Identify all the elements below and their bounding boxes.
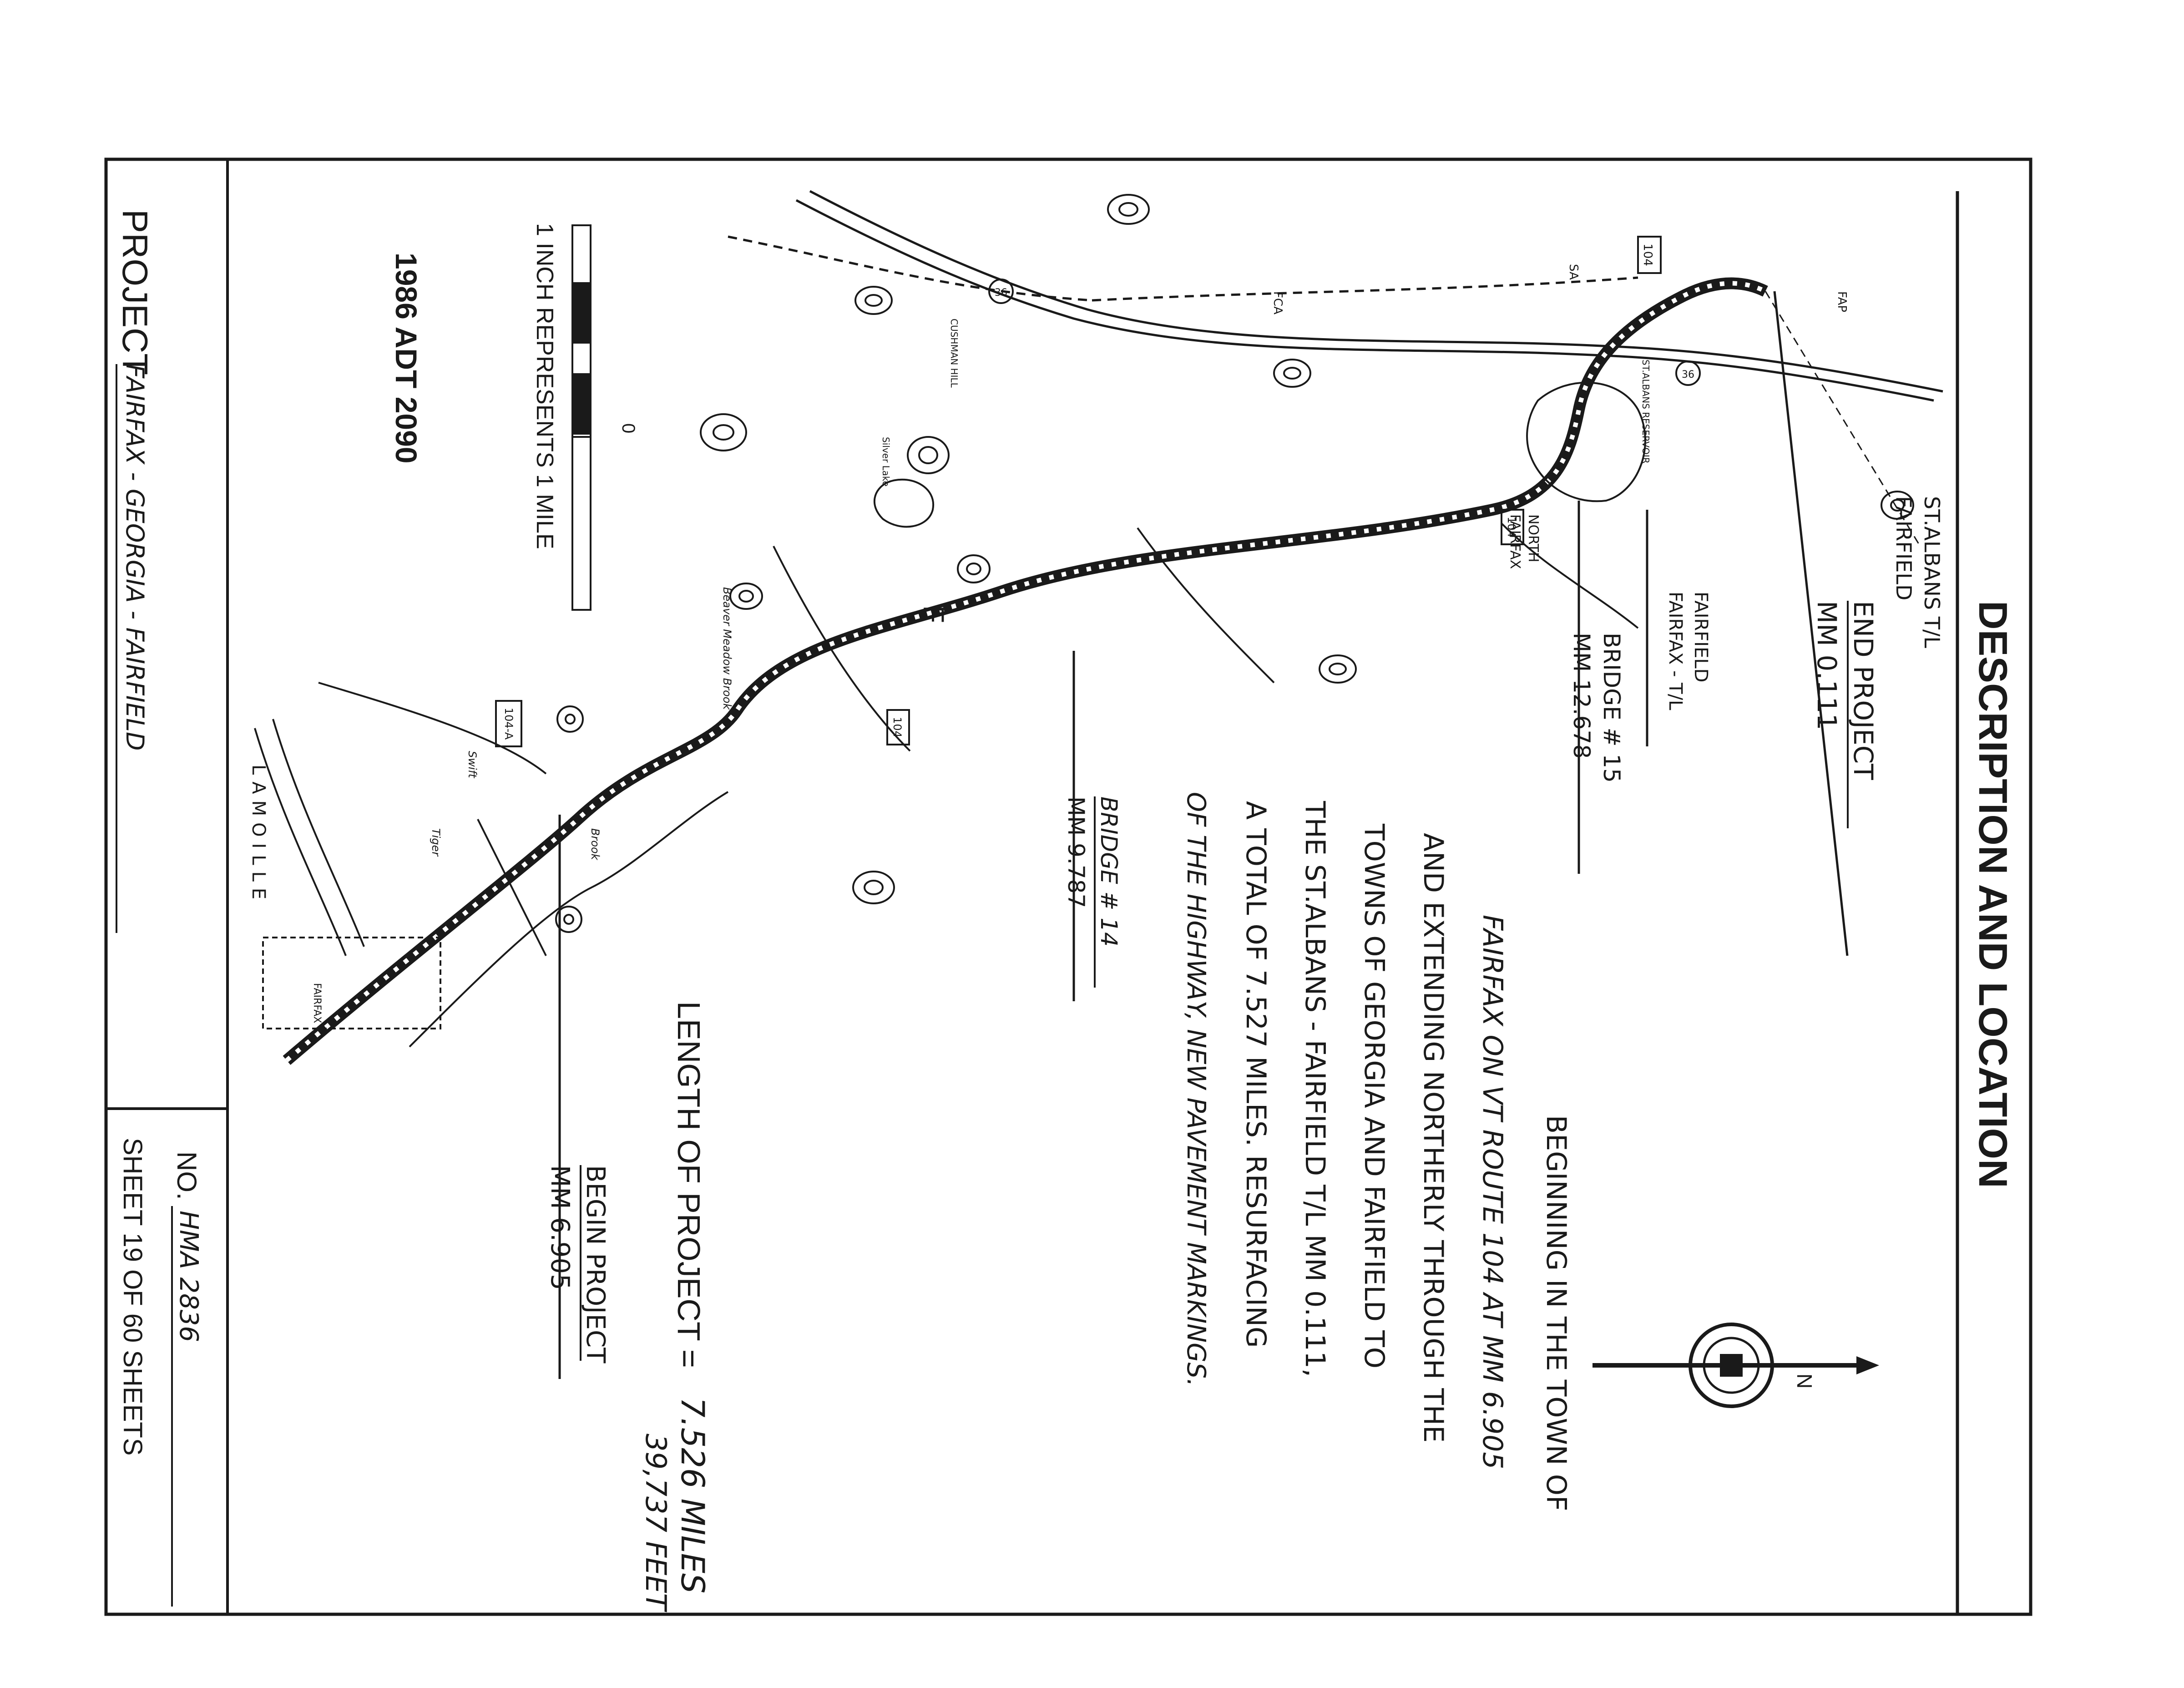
- scale-caption: 1 INCH REPRESENTS 1 MILE: [531, 223, 558, 549]
- sheet-count: SHEET 19 OF 60 SHEETS: [118, 1138, 147, 1455]
- label-fap: FAP: [1835, 291, 1849, 312]
- stalbans-leader: [1764, 291, 1921, 547]
- route-104a-shield: 104-A: [495, 700, 522, 747]
- bridge14-mm: MM 9.787: [1063, 796, 1089, 908]
- label-lamoille: LAMOILLE: [248, 765, 269, 906]
- label-north-fairfax: FAIRFAX: [1507, 514, 1523, 569]
- reservoir: [1526, 381, 1646, 502]
- length-miles: 7.526 MILES: [674, 1397, 711, 1593]
- begin-project-mm: MM 6.905: [545, 1165, 575, 1290]
- silver-lake: [874, 478, 935, 528]
- outer-frame: [104, 157, 2032, 1616]
- bridge14-title: BRIDGE # 14: [1096, 796, 1122, 947]
- svg-text:36: 36: [1682, 369, 1694, 380]
- streams: [318, 522, 1639, 1048]
- north-arrow: N: [1592, 1323, 1879, 1408]
- description-line-7: OF THE HIGHWAY, NEW PAVEMENT MARKINGS.: [1181, 792, 1211, 1387]
- route-104-shield: 104: [1637, 236, 1662, 274]
- label-fca: FCA: [1271, 291, 1284, 314]
- hill-contours: [555, 194, 1914, 933]
- tl2-line2: FAIRFAX - T/L: [1665, 592, 1686, 710]
- length-feet: 39,737 FEET: [639, 1434, 672, 1612]
- tl-stalbans: ST.ALBANS T/L: [1920, 496, 1944, 648]
- label-sa: SA: [1567, 264, 1580, 280]
- lamoille-river: [254, 719, 365, 956]
- scale-bar: [571, 224, 592, 611]
- end-project-title: END PROJECT: [1848, 601, 1879, 780]
- description-line-4: TOWNS OF GEORGIA AND FAIRFIELD TO: [1358, 823, 1390, 1369]
- label-north: NORTH: [1525, 514, 1541, 563]
- svg-text:104-A: 104-A: [502, 708, 515, 740]
- bridge15-mm: MM 12.678: [1568, 633, 1595, 759]
- end-project-mm: MM 0.111: [1811, 601, 1842, 730]
- tl-fairfield: FAIRFIELD: [1891, 496, 1916, 600]
- route-104-shield-3: 104: [886, 709, 910, 745]
- label-big-f: F: [917, 605, 950, 623]
- project-prefix: PROJECT: [115, 209, 155, 375]
- length-label: LENGTH OF PROJECT =: [671, 1001, 707, 1368]
- svg-text:104: 104: [1641, 243, 1654, 266]
- description-line-6: A TOTAL OF 7.527 MILES. RESURFACING: [1240, 801, 1272, 1348]
- description-line-3: AND EXTENDING NORTHERLY THROUGH THE: [1417, 833, 1449, 1443]
- description-line-5: THE ST.ALBANS - FAIRFIELD T/L MM 0.111,: [1299, 801, 1331, 1377]
- label-swift: Swift: [466, 751, 479, 779]
- north-letter: N: [1793, 1374, 1816, 1389]
- adt-label: 1986 ADT 2090: [389, 253, 423, 464]
- label-tiger: Tiger: [430, 828, 442, 857]
- description-line-1: BEGINNING IN THE TOWN OF: [1540, 1115, 1572, 1511]
- project-number: HMA 2836: [174, 1211, 203, 1342]
- label-brook: Brook: [589, 828, 602, 861]
- svg-text:104: 104: [1505, 517, 1518, 537]
- label-reservoir: ST.ALBANS RESERVOIR: [1640, 360, 1651, 464]
- label-cushman-hill: CUSHMAN HILL: [949, 319, 960, 388]
- scale-zero: 0: [618, 423, 638, 433]
- begin-project-title: BEGIN PROJECT: [581, 1165, 610, 1364]
- route-36-shield: 36: [988, 279, 1014, 304]
- label-beaver-brook: Beaver Meadow Brook: [721, 587, 733, 710]
- description-line-2: FAIRFAX ON VT ROUTE 104 AT MM 6.905: [1476, 915, 1508, 1469]
- project-number-prefix: NO.: [172, 1151, 202, 1200]
- tl2-line1: FAIRFIELD: [1690, 592, 1711, 682]
- route-36-shield-2: 36: [1675, 360, 1701, 386]
- route-104-project-line: [283, 277, 1768, 1065]
- project-name: FAIRFAX - GEORGIA - FAIRFIELD: [121, 364, 149, 751]
- sheet-title: DESCRIPTION AND LOCATION: [1971, 601, 2016, 1188]
- end-leader: [1773, 291, 1849, 956]
- fairfax-inset-box: [262, 937, 441, 1029]
- highway-linework: [728, 190, 1943, 402]
- label-fairfax-inset: FAIRFAX: [311, 983, 323, 1023]
- label-silver-lake: Silver Lake: [880, 437, 891, 487]
- svg-text:104: 104: [891, 717, 904, 738]
- bridge15-title: BRIDGE # 15: [1598, 633, 1625, 783]
- svg-text:36: 36: [995, 287, 1007, 299]
- route-104-shield-2: 104: [1501, 509, 1524, 545]
